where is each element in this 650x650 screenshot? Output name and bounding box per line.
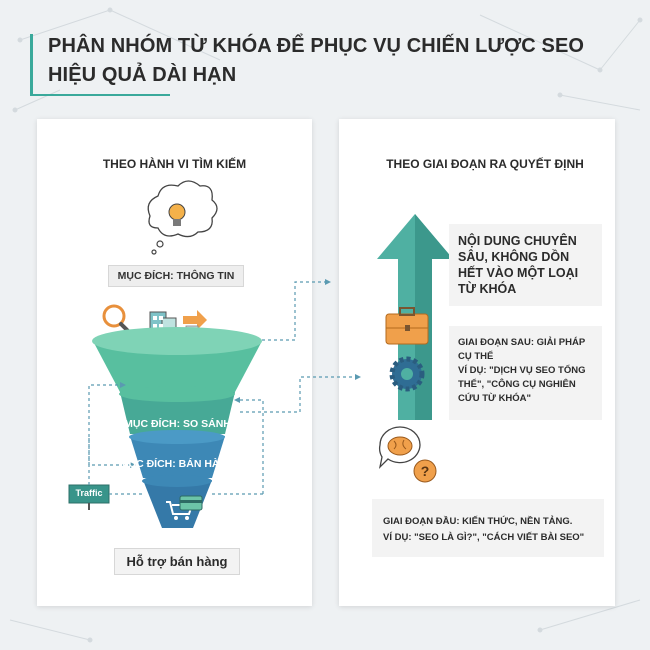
early-stage-line-2: VÍ DỤ: "SEO LÀ GÌ?", "CÁCH VIẾT BÀI SEO" bbox=[383, 532, 585, 543]
purpose-compare-label: MỤC ĐÍCH: SO SÁNH bbox=[124, 418, 231, 430]
purpose-sales-label: MỤC ĐÍCH: BÁN HÀNG bbox=[119, 458, 236, 470]
decision-stage-heading: THEO GIAI ĐOẠN RA QUYẾT ĐỊNH bbox=[386, 157, 584, 171]
late-stage-line-2: CỤ THỂ bbox=[458, 351, 494, 362]
purpose-info-box: MỤC ĐÍCH: THÔNG TIN bbox=[108, 265, 244, 287]
deep-content-line-1: NỘI DUNG CHUYÊN bbox=[458, 234, 577, 248]
deep-content-line-4: TỪ KHÓA bbox=[458, 282, 517, 296]
page-title: PHÂN NHÓM TỪ KHÓA ĐỂ PHỤC VỤ CHIẾN LƯỢC … bbox=[48, 32, 588, 90]
page-title-line-2: HIỆU QUẢ DÀI HẠN bbox=[48, 64, 237, 86]
sales-support-label: Hỗ trợ bán hàng bbox=[126, 554, 228, 569]
search-behavior-panel: THEO HÀNH VI TÌM KIẾM bbox=[37, 119, 312, 606]
late-stage-line-3: VÍ DỤ: "DỊCH VỤ SEO TỔNG bbox=[458, 365, 586, 376]
deep-content-line-2: SÂU, KHÔNG DỒN bbox=[458, 250, 570, 264]
late-stage-line-5: CỨU TỪ KHÓA" bbox=[458, 393, 532, 404]
deep-content-line-3: HẾT VÀO MỘT LOẠI bbox=[458, 266, 579, 280]
title-accent-vertical bbox=[30, 34, 33, 94]
early-stage-box: GIAI ĐOẠN ĐẦU: KIẾN THỨC, NỀN TẢNG. VÍ D… bbox=[372, 499, 604, 557]
traffic-label: Traffic bbox=[75, 488, 103, 498]
title-accent-horizontal bbox=[30, 94, 170, 96]
early-stage-line-1: GIAI ĐOẠN ĐẦU: KIẾN THỨC, NỀN TẢNG. bbox=[383, 516, 573, 527]
late-stage-line-1: GIAI ĐOẠN SAU: GIẢI PHÁP bbox=[458, 337, 586, 348]
search-behavior-heading: THEO HÀNH VI TÌM KIẾM bbox=[102, 157, 247, 171]
late-stage-box: GIAI ĐOẠN SAU: GIẢI PHÁP CỤ THỂ VÍ DỤ: "… bbox=[449, 326, 602, 420]
sales-support-box: Hỗ trợ bán hàng bbox=[114, 548, 240, 575]
title-block: PHÂN NHÓM TỪ KHÓA ĐỂ PHỤC VỤ CHIẾN LƯỢC … bbox=[30, 30, 590, 96]
deep-content-box: NỘI DUNG CHUYÊN SÂU, KHÔNG DỒN HẾT VÀO M… bbox=[449, 224, 602, 306]
purpose-info-label: MỤC ĐÍCH: THÔNG TIN bbox=[117, 270, 235, 282]
late-stage-line-4: THỂ", "CÔNG CỤ NGHIÊN bbox=[458, 379, 576, 390]
page-title-line-1: PHÂN NHÓM TỪ KHÓA ĐỂ PHỤC VỤ CHIẾN LƯỢC … bbox=[48, 35, 585, 57]
